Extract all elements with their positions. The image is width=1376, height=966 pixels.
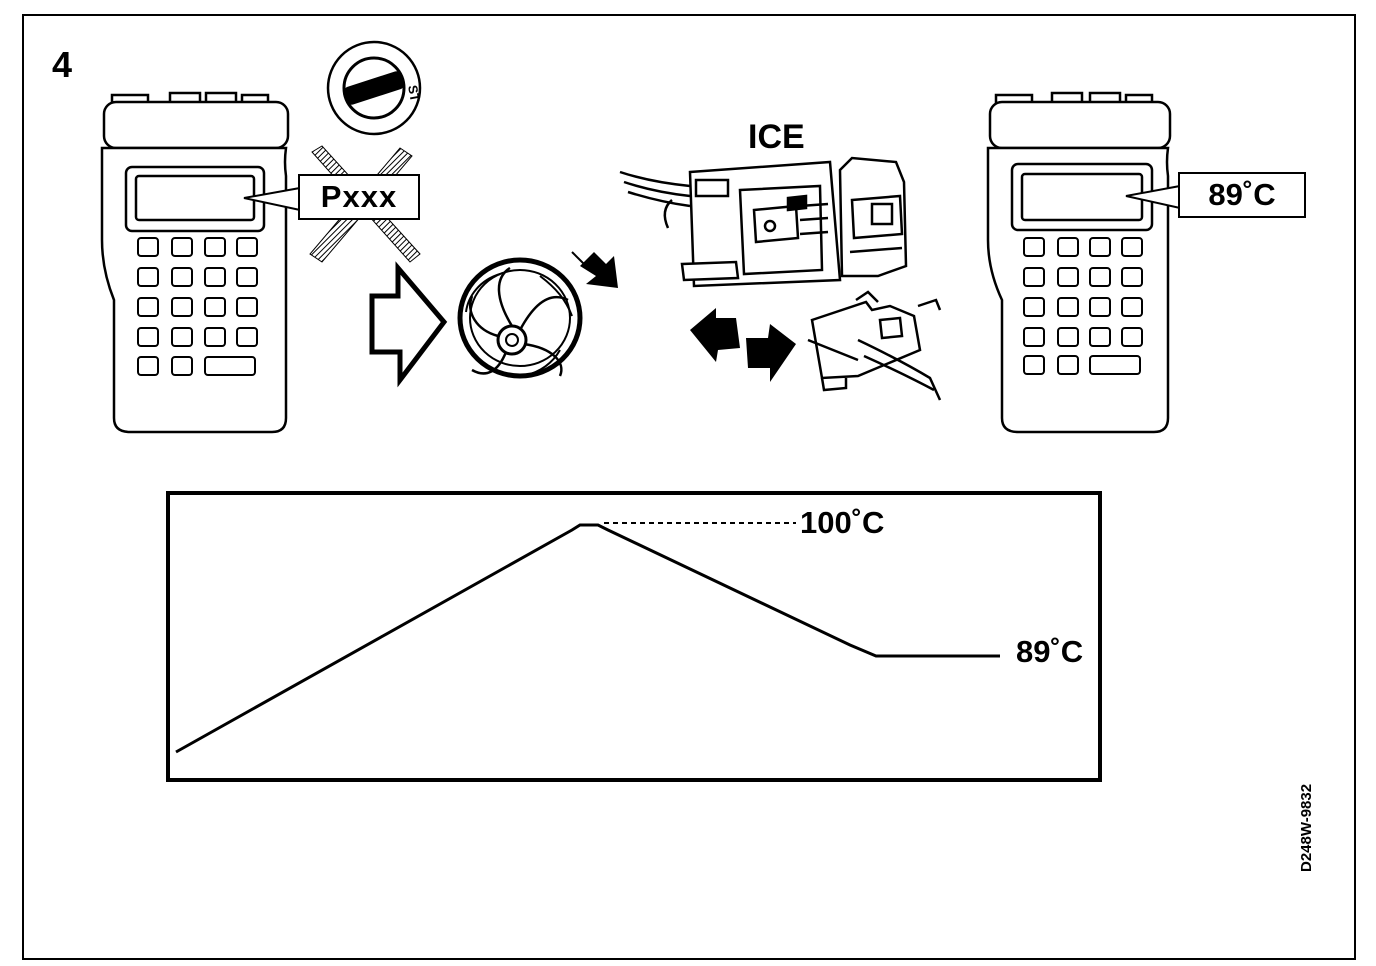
tester-right-temperature-value: 89˚C: [1178, 172, 1306, 218]
step-number: 4: [52, 44, 73, 85]
tester-left-keypad: [137, 237, 258, 376]
graph-peak-label: 100˚C: [800, 505, 885, 540]
ice-connector-icon: [619, 156, 908, 288]
cooling-fan-icon: [457, 257, 583, 379]
temperature-graph: [166, 491, 1102, 782]
document-id: D248W-9832: [1298, 783, 1315, 872]
outline-arrow-icon: [369, 261, 448, 388]
airflow-arrow-icon: [571, 251, 618, 288]
tester-right-keypad: [1023, 237, 1143, 375]
connect-disconnect-arrows-icon: [690, 308, 796, 382]
tester-left: [100, 91, 301, 434]
ignition-key-label: ST: [405, 84, 423, 103]
ice-connector-label: ICE: [748, 118, 805, 156]
graph-steady-label: 89˚C: [1016, 634, 1084, 669]
ignition-switch-icon: ST: [326, 40, 423, 136]
temperature-curve: [175, 523, 1000, 754]
tester-right: [986, 91, 1181, 434]
illustration-frame: [22, 14, 1356, 960]
graph-frame: [166, 491, 1102, 782]
mating-plug-icon: [807, 290, 942, 401]
tester-left-fault-code: Pxxx: [298, 174, 420, 220]
